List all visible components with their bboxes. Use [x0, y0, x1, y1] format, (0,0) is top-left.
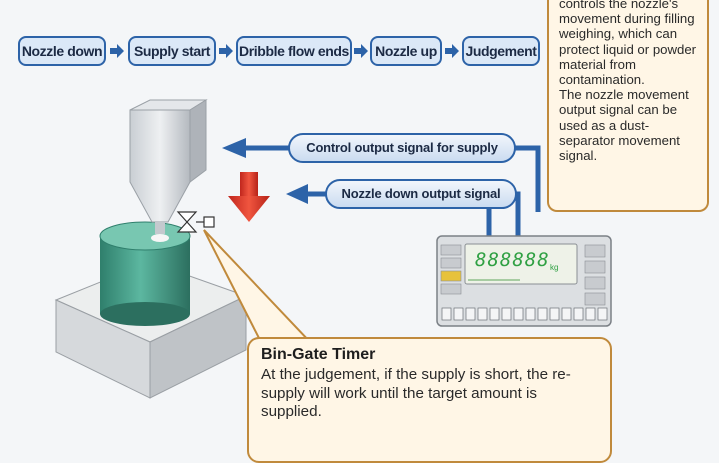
- flow-arrow-icon: [354, 44, 368, 58]
- flow-arrow-icon: [445, 44, 459, 58]
- nozzle-signal-label: Nozzle down output signal: [341, 186, 501, 201]
- nozzle-arrow-head: [286, 184, 308, 204]
- flow-step-dribble-flow-ends: Dribble flow ends: [236, 36, 352, 66]
- valve-symbol: [176, 211, 198, 233]
- flow-step-nozzle-up: Nozzle up: [370, 36, 442, 66]
- red-down-arrow-shaft: [240, 172, 258, 196]
- red-down-arrow-head: [228, 196, 270, 222]
- indicator-display: [464, 243, 578, 285]
- note-text-2: The nozzle movement output signal can be…: [559, 87, 689, 164]
- nozzle-control-note: controls the nozzle's movement during fi…: [547, 0, 709, 212]
- scale-side: [149, 295, 247, 399]
- valve-actuator: [203, 216, 215, 228]
- indicator-readout: 888888: [475, 249, 550, 271]
- supply-signal-label: Control output signal for supply: [306, 140, 498, 155]
- supply-signal-pill: [288, 133, 516, 163]
- supply-signal-line: [514, 145, 541, 212]
- timer-body: At the judgement, if the supply is short…: [261, 366, 571, 420]
- container-bottom: [100, 302, 190, 326]
- flow-arrow-icon: [110, 44, 124, 58]
- flow-step-judgement: Judgement: [462, 36, 540, 66]
- hopper-body: [129, 109, 191, 223]
- indicator-keypad: [441, 307, 608, 321]
- supply-arrow-head: [222, 138, 246, 158]
- container-top: [99, 221, 191, 251]
- bin-gate-timer-callout: Bin-Gate Timer At the judgement, if the …: [247, 337, 612, 463]
- timer-title: Bin-Gate Timer: [261, 346, 376, 363]
- flow-step-nozzle-down: Nozzle down: [18, 36, 106, 66]
- flow-step-supply-start: Supply start: [128, 36, 216, 66]
- note-text-1: controls the nozzle's movement during fi…: [559, 0, 697, 88]
- nozzle-tip: [155, 222, 165, 234]
- nozzle-signal-pill: [325, 179, 517, 209]
- flow-arrow-icon: [219, 44, 233, 58]
- hopper-side: [189, 99, 207, 183]
- indicator-unit: kg: [550, 263, 559, 272]
- container-opening: [151, 234, 169, 242]
